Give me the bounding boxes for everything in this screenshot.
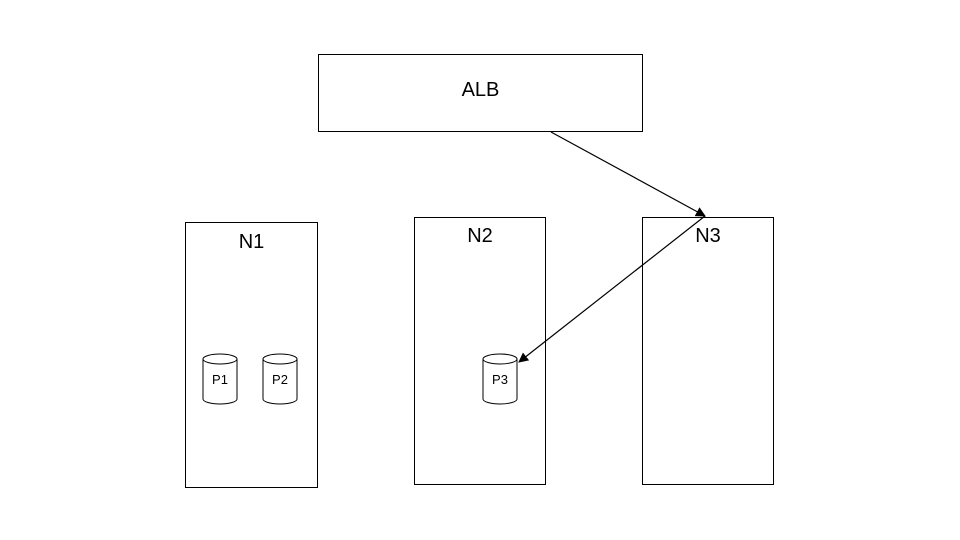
edge-alb-to-n3[interactable] (550, 131, 706, 217)
node-n2-box[interactable]: N2 (414, 217, 546, 485)
pod-p2-cylinder[interactable]: P2 (262, 353, 298, 405)
node-n1-box[interactable]: N1 (185, 222, 318, 488)
pod-p3-cylinder[interactable]: P3 (482, 353, 518, 405)
alb-box[interactable]: ALB (318, 54, 643, 132)
cylinder-icon (482, 353, 518, 405)
node-n1-label: N1 (238, 231, 265, 253)
pod-p3-label: P3 (492, 372, 508, 387)
node-n3-label: N3 (695, 225, 721, 247)
alb-label: ALB (461, 79, 500, 101)
pod-p2-label: P2 (272, 372, 288, 387)
node-n2-label: N2 (467, 225, 493, 247)
pod-p1-cylinder[interactable]: P1 (202, 353, 238, 405)
pod-p1-label: P1 (212, 372, 228, 387)
cylinder-icon (262, 353, 298, 405)
node-n3-box[interactable]: N3 (642, 217, 774, 485)
cylinder-icon (202, 353, 238, 405)
